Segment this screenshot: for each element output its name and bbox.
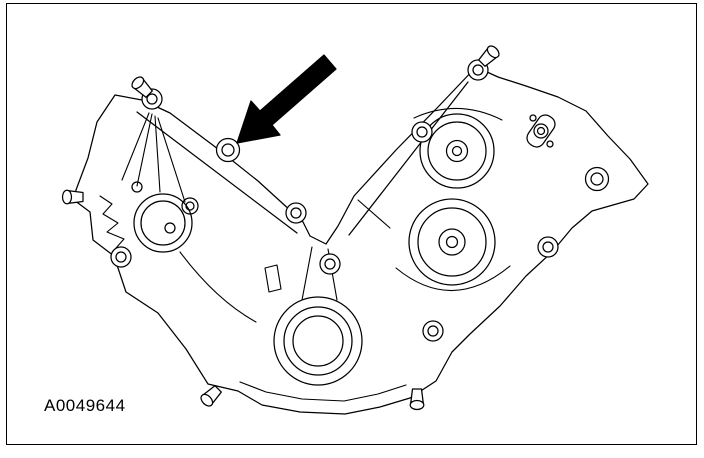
idler-pulley xyxy=(420,114,494,188)
cover-interior-lines xyxy=(100,108,510,401)
figure-frame xyxy=(6,3,697,445)
water-pump-boss xyxy=(132,182,198,252)
tensioner-pulley xyxy=(409,199,495,285)
cover-bolts xyxy=(61,43,610,411)
crankshaft-seal xyxy=(274,297,362,385)
dipstick-bracket xyxy=(524,112,558,150)
cover-outline xyxy=(74,67,648,414)
figure-label: A0049644 xyxy=(44,396,126,415)
pointer-arrow-icon xyxy=(237,55,336,143)
